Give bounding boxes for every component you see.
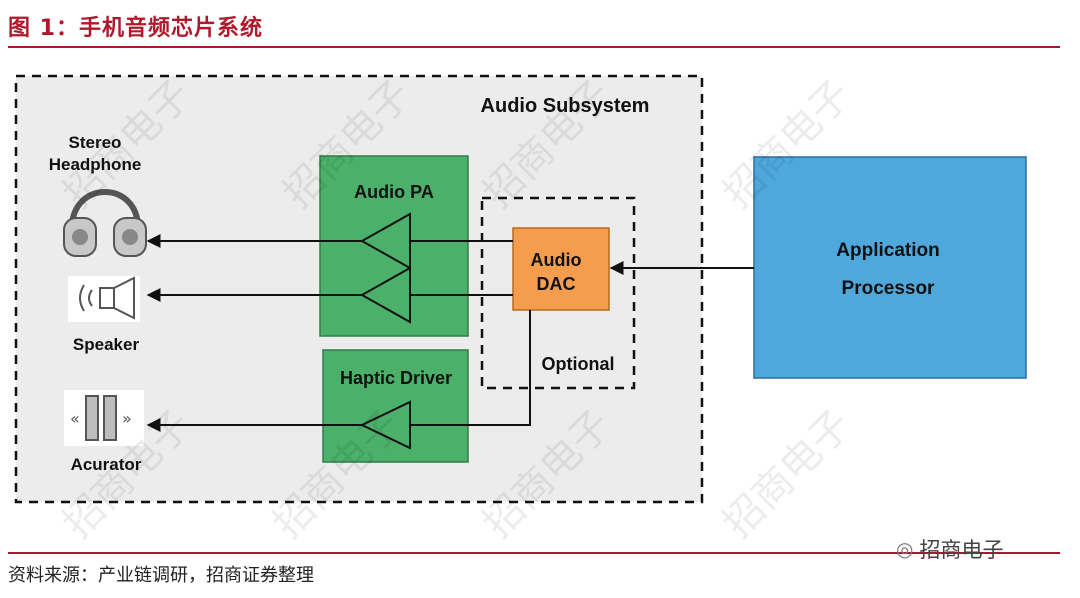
speaker-label: Speaker: [73, 335, 140, 354]
audio-subsystem-label: Audio Subsystem: [481, 95, 650, 117]
audio-pa-label: Audio PA: [354, 182, 434, 202]
title-rule: [8, 46, 1060, 48]
optional-box: [480, 196, 636, 390]
dac-label-line1: Audio: [531, 250, 582, 270]
ap-label-line1: Application: [836, 240, 939, 261]
footer-rule: [8, 552, 1060, 554]
ap-label-line2: Processor: [842, 278, 936, 299]
brand-name: 招商电子: [919, 538, 1004, 562]
headphone-label-line1: Stereo: [69, 133, 122, 152]
optional-label: Optional: [542, 354, 615, 374]
svg-text:»: »: [122, 409, 132, 428]
headphone-label-line2: Headphone: [49, 155, 142, 174]
watermark: 招商电子: [715, 401, 861, 547]
application-processor-block: [753, 156, 1027, 379]
haptic-driver-label: Haptic Driver: [340, 368, 452, 388]
haptic-driver-block: [322, 349, 469, 463]
actuator-icon: « »: [64, 390, 144, 446]
source-note: 资料来源：产业链调研，招商证券整理: [8, 565, 314, 586]
brand-badge: ◎ 招商电子: [896, 534, 1003, 564]
audio-pa-block: [319, 155, 469, 337]
wechat-icon: ◎: [896, 537, 914, 561]
speaker-icon: [68, 276, 140, 322]
figure-title: 图 1：手机音频芯片系统: [8, 16, 263, 41]
audio-dac-block: [512, 227, 610, 311]
headphone-icon: [63, 189, 147, 257]
actuator-label: Acurator: [71, 455, 142, 474]
svg-text:«: «: [70, 409, 80, 428]
dac-label-line2: DAC: [537, 274, 576, 294]
dac-to-haptic-line: [410, 310, 531, 426]
